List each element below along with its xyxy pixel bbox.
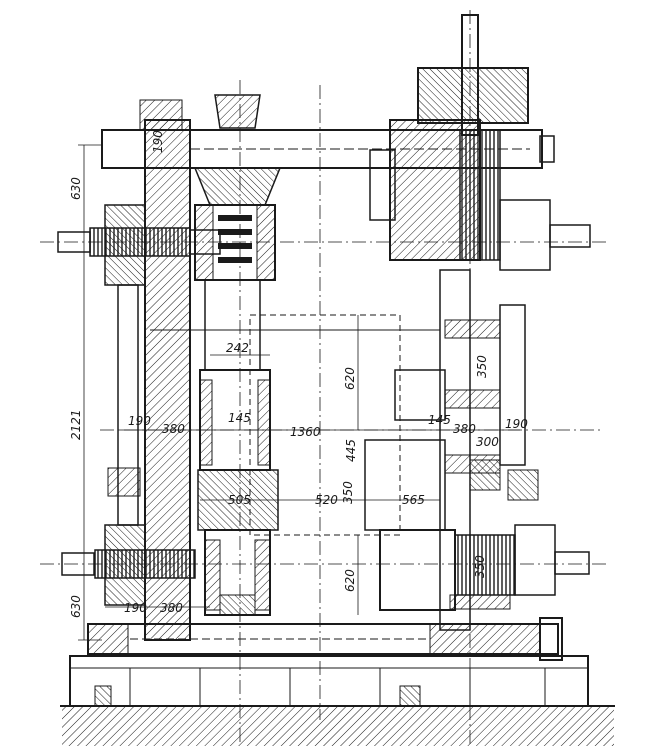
bevel-gear-set: [193, 94, 282, 206]
dim-label-520: 520: [315, 493, 338, 507]
dim-label-190-right: 190: [505, 417, 528, 431]
dim-label-350-upper: 350: [475, 355, 489, 378]
dim-label-145-left: 145: [228, 411, 251, 425]
right-lower-bearing: [379, 524, 590, 611]
upper-roll-spindle: [194, 204, 276, 371]
dim-label-300: 300: [476, 435, 499, 449]
lower-adjusting-screw: [61, 549, 196, 579]
dim-label-620-lower: 620: [343, 569, 357, 592]
dim-label-190-top-shaft: 190: [151, 130, 165, 153]
dim-label-1360: 1360: [290, 425, 321, 439]
dim-label-445: 445: [344, 439, 358, 462]
dim-label-620-upper: 620: [343, 367, 357, 390]
dim-label-242: 242: [226, 341, 249, 355]
base-frame: [69, 655, 589, 707]
right-gearbox: [369, 14, 591, 271]
dim-label-145-right: 145: [428, 413, 451, 427]
dimension-lines: [78, 144, 520, 641]
dim-label-630-top: 630: [69, 177, 83, 200]
dim-label-190-middle: 190: [128, 414, 151, 428]
dim-label-350-lower: 350: [473, 555, 487, 578]
dim-label-565: 565: [402, 493, 425, 507]
dim-label-350-middle: 350: [341, 481, 355, 504]
dim-label-380-right: 380: [453, 422, 476, 436]
lower-roll-spindle: [204, 529, 271, 616]
dim-label-630-bottom: 630: [69, 595, 83, 618]
right-column: [439, 269, 539, 631]
dim-label-190-bottom: 190: [124, 601, 147, 615]
dim-label-380-bottom: 380: [160, 601, 183, 615]
inner-frame-outline: [150, 314, 446, 536]
ground-hatch: [62, 706, 614, 746]
dim-label-505: 505: [228, 493, 251, 507]
dim-label-380-middle: 380: [162, 422, 185, 436]
dim-label-2121: 2121: [69, 409, 83, 440]
bottom-tie-rod: [87, 617, 563, 661]
